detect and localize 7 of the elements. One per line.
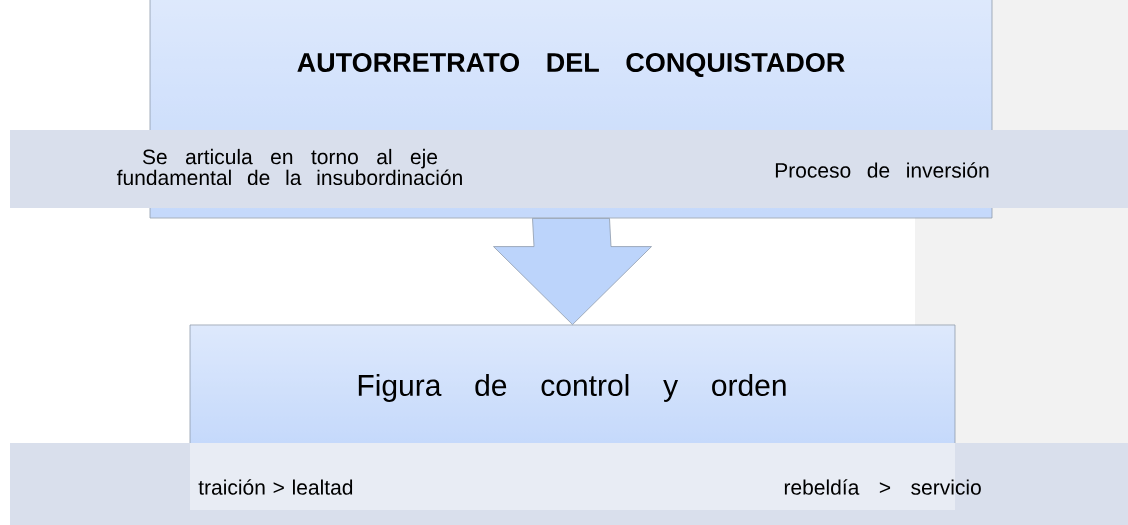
block-arrow xyxy=(493,218,652,325)
band-text: Se articula en torno al eje fundamental de la insubordinación xyxy=(116,148,462,186)
band-text: Proceso de inversión xyxy=(775,162,989,178)
heading: AUTORRETRATO DEL CONQUISTADOR xyxy=(297,52,845,78)
band-text: traición > lealtad xyxy=(198,479,353,495)
heading: Figura de control y orden xyxy=(358,374,786,402)
band-text: rebeldía > servicio xyxy=(784,479,981,495)
